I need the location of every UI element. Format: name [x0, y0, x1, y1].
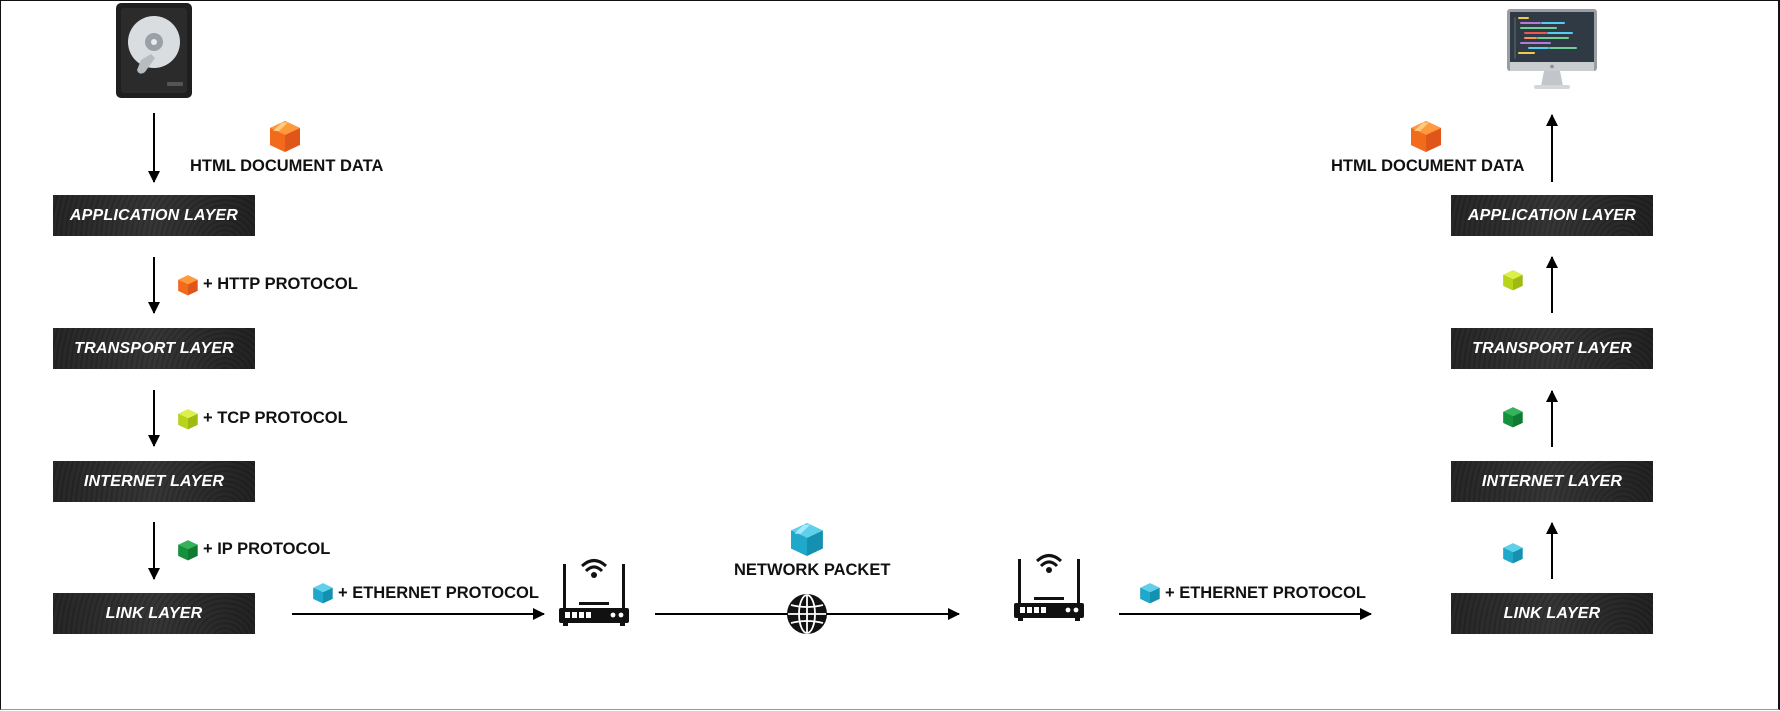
- tcp-box-icon: [178, 409, 198, 430]
- tcp-protocol-label: + TCP PROTOCOL: [203, 409, 348, 427]
- layer-label: LINK LAYER: [1503, 604, 1601, 622]
- wifi-router-icon: [559, 559, 629, 626]
- receiver-transport-layer: TRANSPORT LAYER: [1451, 328, 1653, 369]
- sender-link-layer: LINK LAYER: [53, 593, 255, 634]
- layer-label: APPLICATION LAYER: [69, 206, 239, 224]
- globe-icon: [787, 594, 827, 634]
- hard-drive-icon: [116, 3, 192, 98]
- layer-label: TRANSPORT LAYER: [74, 339, 234, 357]
- sender-document-label: HTML DOCUMENT DATA: [190, 157, 384, 175]
- layer-label: INTERNET LAYER: [83, 472, 225, 490]
- http-box-icon: [178, 275, 198, 296]
- layer-label: INTERNET LAYER: [1481, 472, 1623, 490]
- monitor-code-icon: [1507, 9, 1597, 89]
- ip-box-icon: [1503, 407, 1523, 428]
- receiver-link-layer: LINK LAYER: [1451, 593, 1653, 634]
- network-packet-label: NETWORK PACKET: [734, 561, 891, 579]
- sender-transport-layer: TRANSPORT LAYER: [53, 328, 255, 369]
- ip-protocol-label: + IP PROTOCOL: [203, 540, 331, 558]
- receiver-application-layer: APPLICATION LAYER: [1451, 195, 1653, 236]
- ip-box-icon: [178, 540, 198, 561]
- http-protocol-label: + HTTP PROTOCOL: [203, 275, 358, 293]
- ethernet-box-icon: [313, 583, 333, 604]
- ethernet-box-icon: [1140, 583, 1160, 604]
- network-packet-box-icon: [791, 523, 823, 556]
- network-ethernet-label: + ETHERNET PROTOCOL: [1165, 584, 1366, 602]
- receiver-internet-layer: INTERNET LAYER: [1451, 461, 1653, 502]
- wifi-router-icon: [1014, 554, 1084, 621]
- layer-label: APPLICATION LAYER: [1467, 206, 1637, 224]
- ethernet-box-icon: [1503, 543, 1523, 564]
- html-data-box-icon: [270, 121, 300, 152]
- sender-internet-layer: INTERNET LAYER: [53, 461, 255, 502]
- sender-ethernet-label: + ETHERNET PROTOCOL: [338, 584, 539, 602]
- sender-application-layer: APPLICATION LAYER: [53, 195, 255, 236]
- receiver-document-label: HTML DOCUMENT DATA: [1331, 157, 1525, 175]
- layer-label: LINK LAYER: [105, 604, 203, 622]
- layer-label: TRANSPORT LAYER: [1472, 339, 1632, 357]
- tcp-box-icon: [1503, 270, 1523, 291]
- html-data-box-icon: [1411, 121, 1441, 152]
